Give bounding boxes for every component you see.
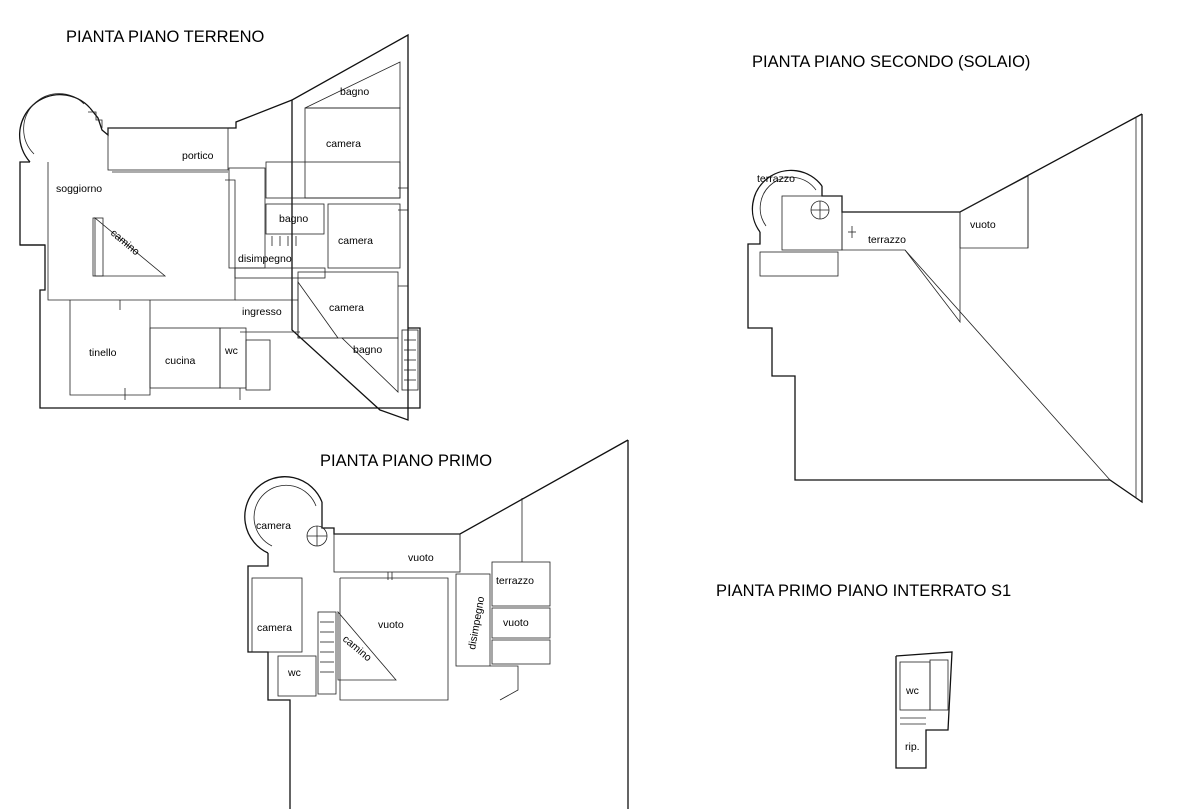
ground-floor-title: PIANTA PIANO TERRENO: [66, 28, 265, 46]
ground-room-tinello: tinello: [89, 347, 117, 359]
second-floor-title: PIANTA PIANO SECONDO (SOLAIO): [752, 53, 1030, 71]
ground-room-disimpegno: disimpegno: [238, 253, 292, 265]
basement-title: PIANTA PRIMO PIANO INTERRATO S1: [716, 582, 1011, 600]
first-room-vuoto-small: vuoto: [503, 617, 529, 629]
second-room-terrazzo: terrazzo: [868, 234, 906, 246]
first-floor-plan: camera vuoto terrazzo camera vuoto disim…: [244, 439, 629, 809]
ground-room-cucina: cucina: [165, 355, 196, 367]
first-room-disimpegno: disimpegno: [466, 595, 487, 650]
ground-room-bagno-bottom: bagno: [353, 344, 382, 356]
first-room-vuoto-main: vuoto: [378, 619, 404, 631]
first-room-vuoto-top: vuoto: [408, 552, 434, 564]
basement-plan: wc rip.: [895, 651, 953, 769]
ground-room-camera-3: camera: [329, 302, 364, 314]
ground-room-camino: camino: [108, 227, 142, 258]
second-room-terrazzo-round: terrazzo: [757, 173, 795, 185]
ground-room-bagno-top: bagno: [340, 86, 369, 98]
basement-room-rip: rip.: [905, 741, 920, 753]
ground-room-ingresso: ingresso: [242, 306, 282, 318]
second-floor-plan: terrazzo terrazzo vuoto: [747, 113, 1143, 504]
basement-room-wc: wc: [905, 685, 919, 697]
second-room-vuoto: vuoto: [970, 219, 996, 231]
first-floor-title: PIANTA PIANO PRIMO: [320, 452, 492, 470]
ground-room-bagno-mid: bagno: [279, 213, 308, 225]
ground-room-soggiorno: soggiorno: [56, 183, 102, 195]
ground-room-camera-1: camera: [326, 138, 361, 150]
first-room-terrazzo: terrazzo: [496, 575, 534, 587]
first-room-camera-round: camera: [256, 520, 291, 532]
first-room-camera: camera: [257, 622, 292, 634]
ground-floor-plan: bagno camera portico soggiorno bagno cam…: [19, 33, 421, 421]
first-room-wc: wc: [287, 667, 301, 679]
ground-room-camera-2: camera: [338, 235, 373, 247]
ground-room-portico: portico: [182, 150, 214, 162]
ground-room-wc: wc: [224, 345, 238, 357]
